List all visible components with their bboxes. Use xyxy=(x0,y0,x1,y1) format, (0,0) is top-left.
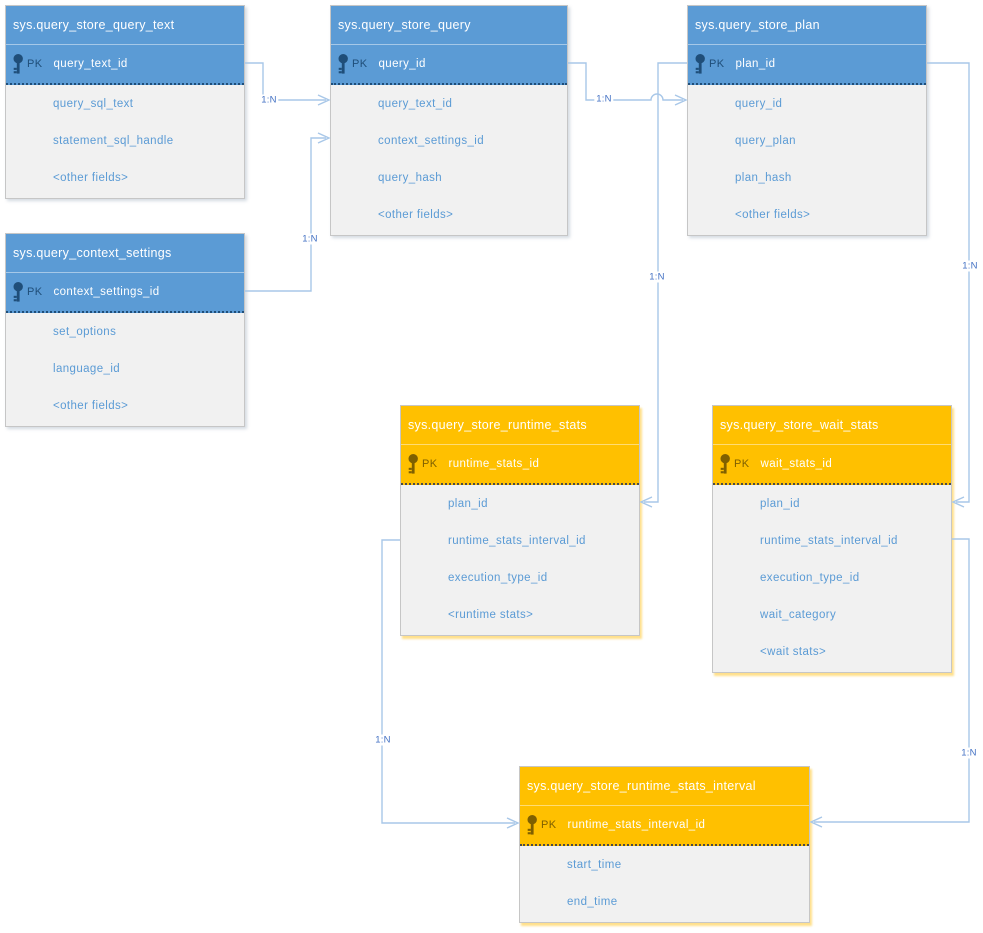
cardinality-label: 1:N xyxy=(647,271,667,283)
field-row: runtime_stats_interval_id xyxy=(448,534,586,547)
table-title: sys.query_store_runtime_stats_interval xyxy=(520,767,809,806)
table-title: sys.query_context_settings xyxy=(6,234,244,273)
table-title: sys.query_store_plan xyxy=(688,6,926,45)
table-title: sys.query_store_wait_stats xyxy=(713,406,951,445)
cardinality-label: 1:N xyxy=(959,747,979,759)
field-row: <other fields> xyxy=(735,208,811,221)
field-row: plan_id xyxy=(448,497,488,510)
table-title: sys.query_store_query_text xyxy=(6,6,244,45)
table-query-store-query[interactable]: sys.query_store_query PK query_id query_… xyxy=(330,5,568,236)
field-row: execution_type_id xyxy=(760,571,860,584)
field-row: start_time xyxy=(567,858,622,871)
table-title: sys.query_store_query xyxy=(331,6,567,45)
field-list: query_id query_plan plan_hash <other fie… xyxy=(688,85,926,235)
pk-field-name: runtime_stats_id xyxy=(448,458,540,470)
cardinality-label: 1:N xyxy=(373,734,393,746)
pk-badge: PK xyxy=(709,58,725,70)
primary-key-icon xyxy=(407,453,420,475)
table-query-store-query-text[interactable]: sys.query_store_query_text PK query_text… xyxy=(5,5,245,199)
pk-field-name: runtime_stats_interval_id xyxy=(567,819,706,831)
connector-contextsettings-to-query xyxy=(245,137,326,292)
pk-row: PK context_settings_id xyxy=(6,273,244,313)
pk-row: PK plan_id xyxy=(688,45,926,85)
pk-badge: PK xyxy=(352,58,368,70)
field-list: plan_id runtime_stats_interval_id execut… xyxy=(401,485,639,635)
pk-badge: PK xyxy=(422,458,438,470)
primary-key-icon xyxy=(12,281,25,303)
field-row: query_hash xyxy=(378,171,443,184)
cardinality-label: 1:N xyxy=(300,233,320,245)
table-query-store-plan[interactable]: sys.query_store_plan PK plan_id query_id… xyxy=(687,5,927,236)
pk-field-name: plan_id xyxy=(735,58,776,70)
table-query-store-runtime-stats[interactable]: sys.query_store_runtime_stats PK runtime… xyxy=(400,405,640,636)
field-row: context_settings_id xyxy=(378,134,485,147)
primary-key-icon xyxy=(12,53,25,75)
connector-plan-to-runtimestats xyxy=(644,62,687,503)
connector-query-to-plan xyxy=(568,62,683,101)
pk-badge: PK xyxy=(27,286,43,298)
field-row: plan_hash xyxy=(735,171,792,184)
arrowhead-into-waitstats-plan-id xyxy=(951,496,965,508)
field-row: wait_category xyxy=(760,608,837,621)
pk-badge: PK xyxy=(734,458,750,470)
primary-key-icon xyxy=(694,53,707,75)
pk-row: PK wait_stats_id xyxy=(713,445,951,485)
field-row: statement_sql_handle xyxy=(53,134,174,147)
cardinality-label: 1:N xyxy=(960,260,980,272)
connector-querytext-to-query xyxy=(245,62,326,101)
arrowhead-into-runtimestats-plan-id xyxy=(639,496,653,508)
table-query-store-runtime-stats-interval[interactable]: sys.query_store_runtime_stats_interval P… xyxy=(519,766,810,923)
field-row: runtime_stats_interval_id xyxy=(760,534,898,547)
field-row: query_id xyxy=(735,97,783,110)
primary-key-icon xyxy=(337,53,350,75)
pk-field-name: wait_stats_id xyxy=(760,458,833,470)
pk-row: PK runtime_stats_interval_id xyxy=(520,806,809,846)
pk-badge: PK xyxy=(541,819,557,831)
pk-field-name: context_settings_id xyxy=(53,286,160,298)
field-row: <other fields> xyxy=(378,208,454,221)
field-list: set_options language_id <other fields> xyxy=(6,313,244,426)
field-row: query_text_id xyxy=(378,97,453,110)
cardinality-label: 1:N xyxy=(259,94,279,106)
field-row: <wait stats> xyxy=(760,645,827,658)
pk-field-name: query_id xyxy=(378,58,426,70)
field-row: query_sql_text xyxy=(53,97,134,110)
field-list: start_time end_time xyxy=(520,846,809,922)
table-query-store-wait-stats[interactable]: sys.query_store_wait_stats PK wait_stats… xyxy=(712,405,952,673)
arrowhead-into-context-settings-id xyxy=(317,132,331,144)
field-row: language_id xyxy=(53,362,121,375)
pk-field-name: query_text_id xyxy=(53,58,128,70)
field-row: execution_type_id xyxy=(448,571,548,584)
pk-row: PK query_id xyxy=(331,45,567,85)
arrowhead-into-query-text-id xyxy=(317,94,331,106)
field-row: end_time xyxy=(567,895,618,908)
arrowhead-into-interval-right xyxy=(809,816,823,828)
field-row: <other fields> xyxy=(53,399,129,412)
pk-row: PK runtime_stats_id xyxy=(401,445,639,485)
field-row: <runtime stats> xyxy=(448,608,534,621)
cardinality-label: 1:N xyxy=(594,93,614,105)
arrowhead-into-plan-query-id xyxy=(674,94,688,106)
table-query-context-settings[interactable]: sys.query_context_settings PK context_se… xyxy=(5,233,245,427)
field-row: query_plan xyxy=(735,134,796,147)
field-row: <other fields> xyxy=(53,171,129,184)
field-list: query_sql_text statement_sql_handle <oth… xyxy=(6,85,244,198)
pk-row: PK query_text_id xyxy=(6,45,244,85)
arrowhead-into-interval-left xyxy=(506,817,520,829)
primary-key-icon xyxy=(526,814,539,836)
table-title: sys.query_store_runtime_stats xyxy=(401,406,639,445)
field-row: plan_id xyxy=(760,497,800,510)
field-row: set_options xyxy=(53,325,117,338)
pk-badge: PK xyxy=(27,58,43,70)
field-list: plan_id runtime_stats_interval_id execut… xyxy=(713,485,951,672)
field-list: query_text_id context_settings_id query_… xyxy=(331,85,567,235)
primary-key-icon xyxy=(719,453,732,475)
